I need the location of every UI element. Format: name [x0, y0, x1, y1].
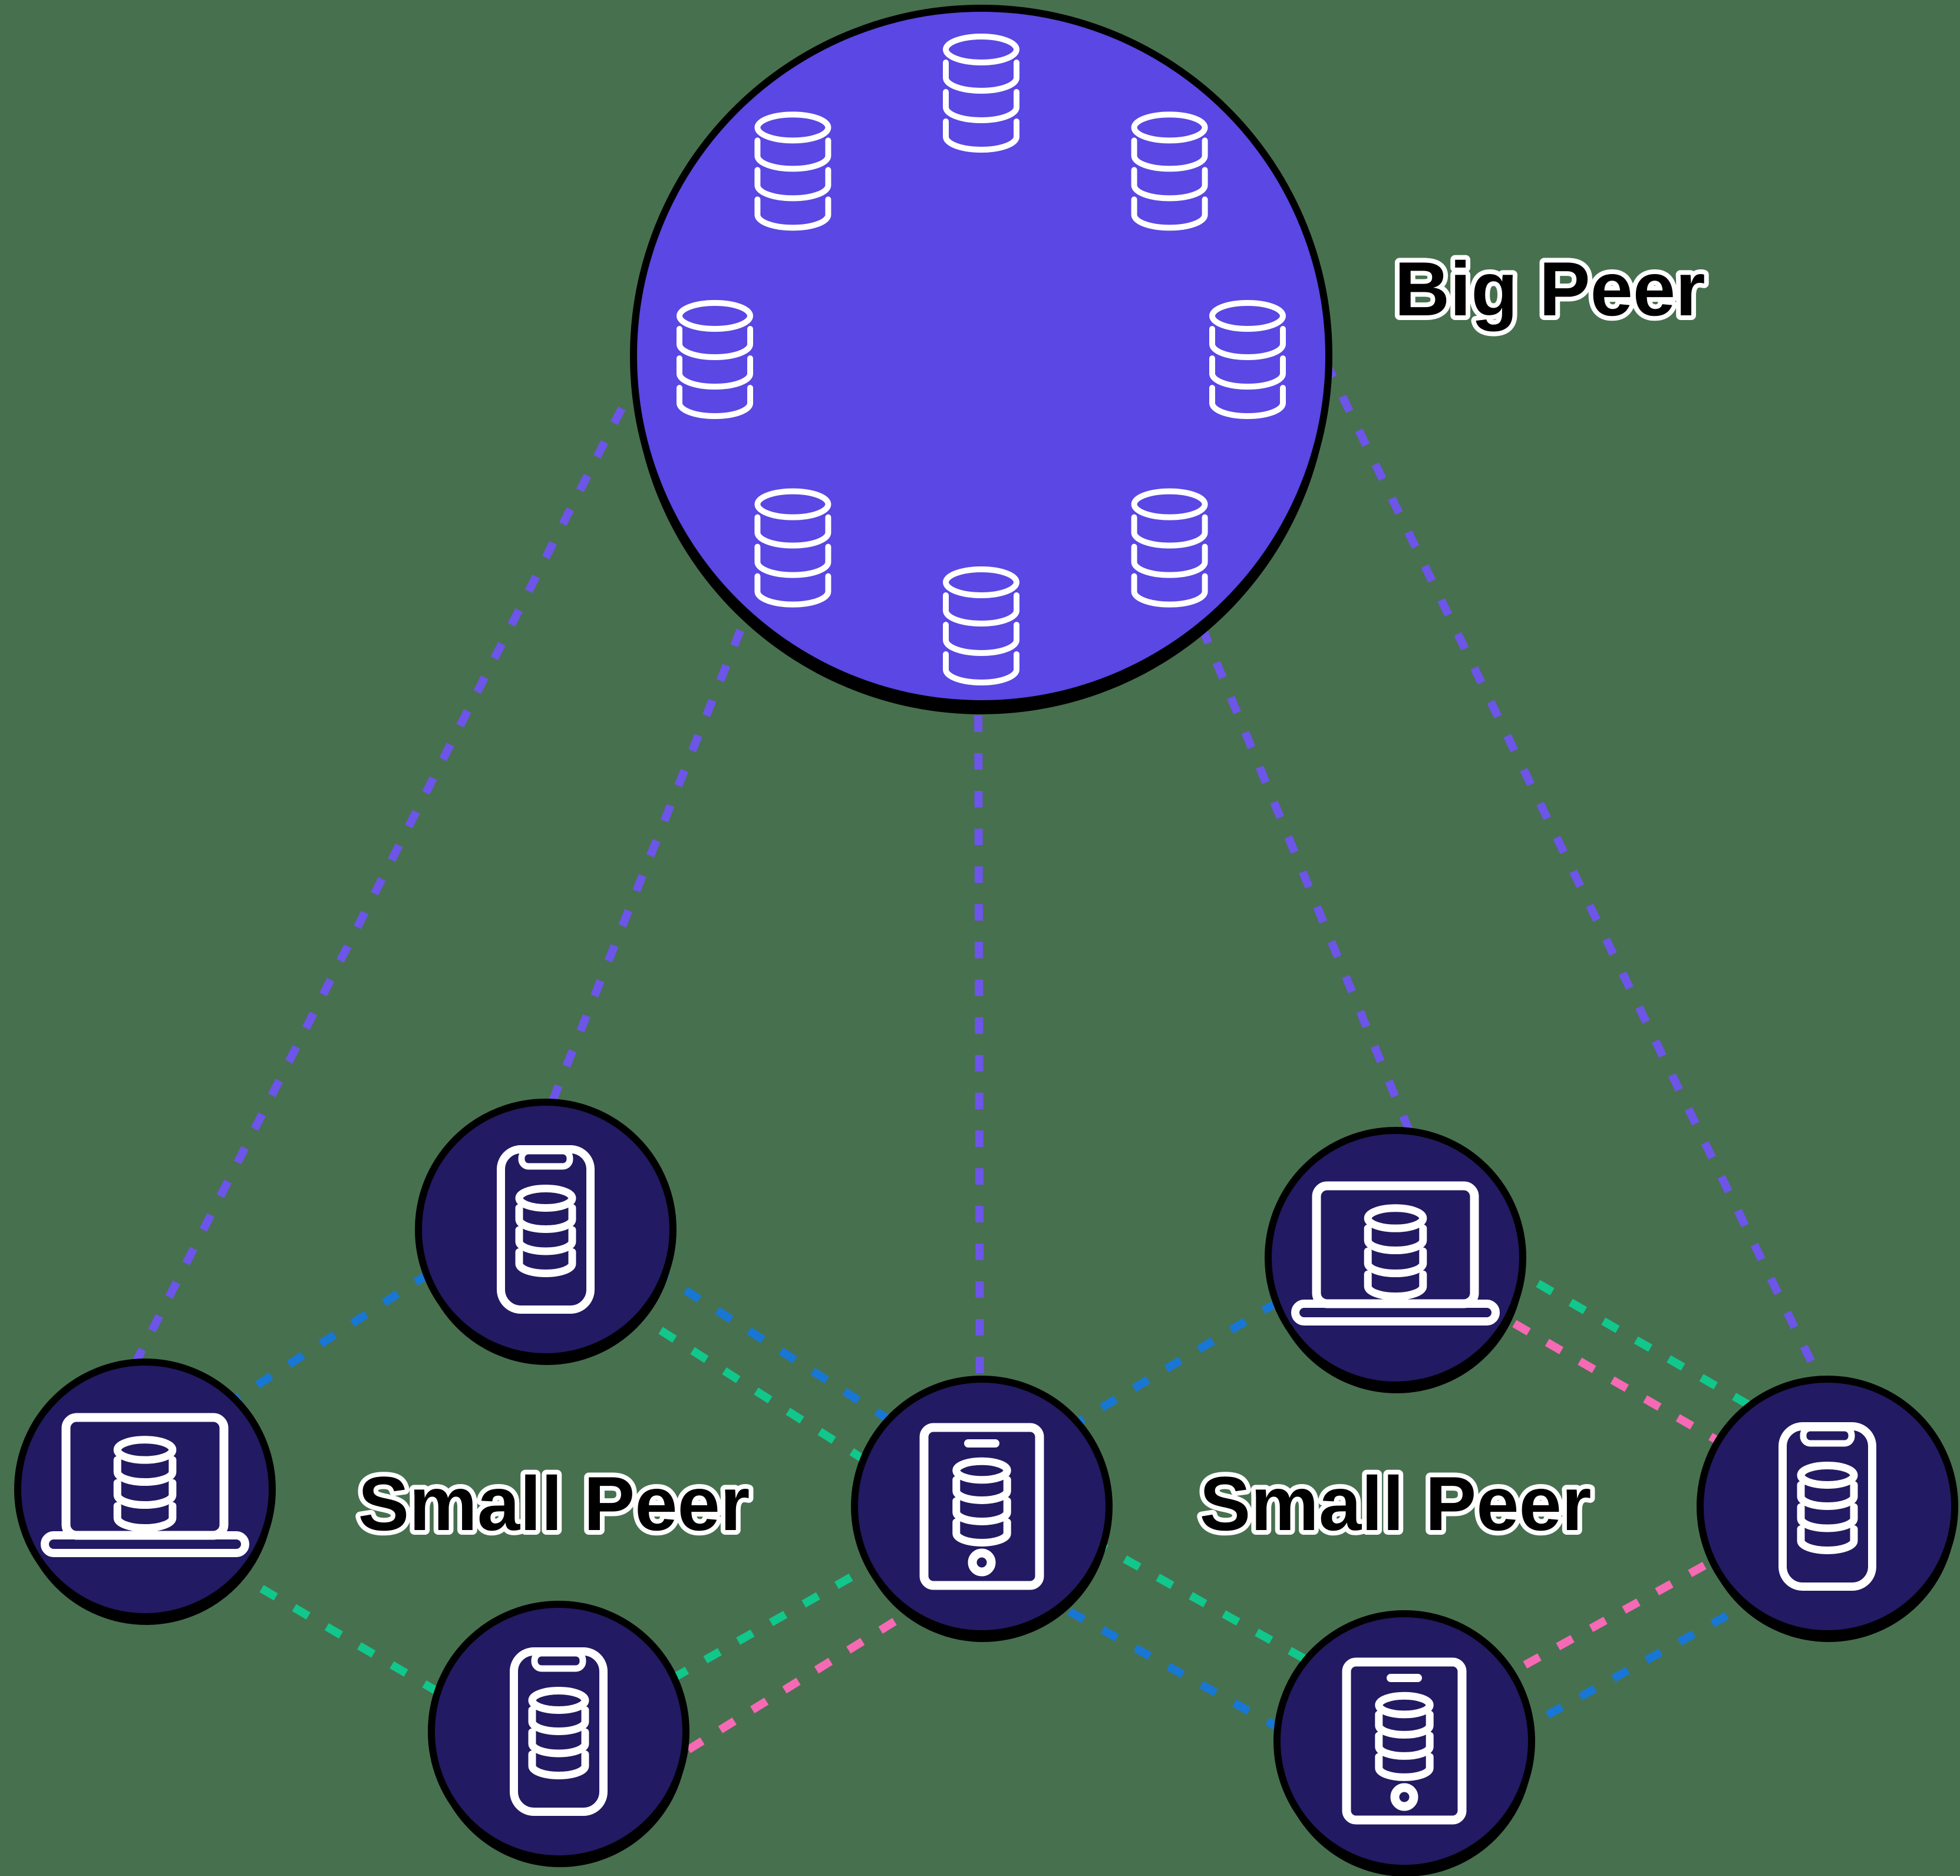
- edge-purple-big-peer-to-tablet-center: [974, 677, 984, 1450]
- phone-icon: [497, 1145, 595, 1314]
- tablet-icon: [919, 1423, 1044, 1590]
- laptop-icon: [41, 1413, 249, 1557]
- database-icon: [1209, 300, 1286, 419]
- phone-notch: [531, 1650, 586, 1672]
- node-phone-east: [1697, 1376, 1958, 1642]
- tablet-icon: [1342, 1657, 1467, 1825]
- database-icon: [754, 111, 831, 231]
- node-circle-laptop-west: [14, 1359, 276, 1620]
- edge-purple-big-peer-to-laptop-northeast: [1198, 626, 1433, 1181]
- node-phone-southwest: [428, 1601, 689, 1867]
- big-peer-circle: [630, 5, 1332, 707]
- node-phone-northwest: [415, 1099, 677, 1365]
- database-icon: [1131, 488, 1208, 608]
- database-icon: [677, 300, 753, 419]
- database-icon: [1797, 1462, 1858, 1554]
- database-icon: [113, 1436, 177, 1532]
- big-peer-label: Big Peer: [1394, 246, 1705, 332]
- edge-purple-big-peer-to-phone-east: [1322, 360, 1834, 1402]
- node-laptop-west: [14, 1359, 276, 1625]
- tablet-speaker: [964, 1439, 999, 1448]
- small-peer-label-left: Small Peer: [358, 1460, 750, 1547]
- phone-icon: [510, 1647, 608, 1816]
- database-icon: [754, 488, 831, 608]
- phone-icon: [1778, 1422, 1876, 1591]
- tablet-home-button: [968, 1548, 996, 1577]
- big-peer-node: [630, 5, 1332, 714]
- node-circle-tablet-southeast: [1273, 1610, 1535, 1872]
- node-circle-tablet-center: [851, 1376, 1113, 1637]
- node-tablet-southeast: [1273, 1610, 1535, 1876]
- database-icon: [528, 1687, 589, 1779]
- database-icon: [943, 566, 1019, 685]
- database-icon: [1375, 1692, 1434, 1781]
- database-icon: [943, 34, 1019, 153]
- database-icon: [1131, 111, 1208, 231]
- node-laptop-northeast: [1265, 1127, 1526, 1393]
- small-peer-label-right: Small Peer: [1200, 1460, 1592, 1547]
- laptop-icon: [1291, 1181, 1500, 1326]
- database-icon: [1364, 1204, 1427, 1301]
- node-circle-laptop-northeast: [1265, 1127, 1526, 1389]
- node-tablet-center: [851, 1376, 1113, 1642]
- tablet-speaker: [1387, 1674, 1422, 1682]
- edge-purple-big-peer-to-laptop-west: [130, 406, 626, 1367]
- edge-purple-big-peer-to-phone-northwest: [529, 594, 758, 1151]
- phone-notch: [1800, 1425, 1855, 1447]
- database-icon: [952, 1457, 1011, 1547]
- small-peer-nodes: [14, 1099, 1958, 1876]
- phone-notch: [518, 1148, 573, 1170]
- database-icon: [515, 1185, 576, 1277]
- tablet-home-button: [1390, 1783, 1418, 1811]
